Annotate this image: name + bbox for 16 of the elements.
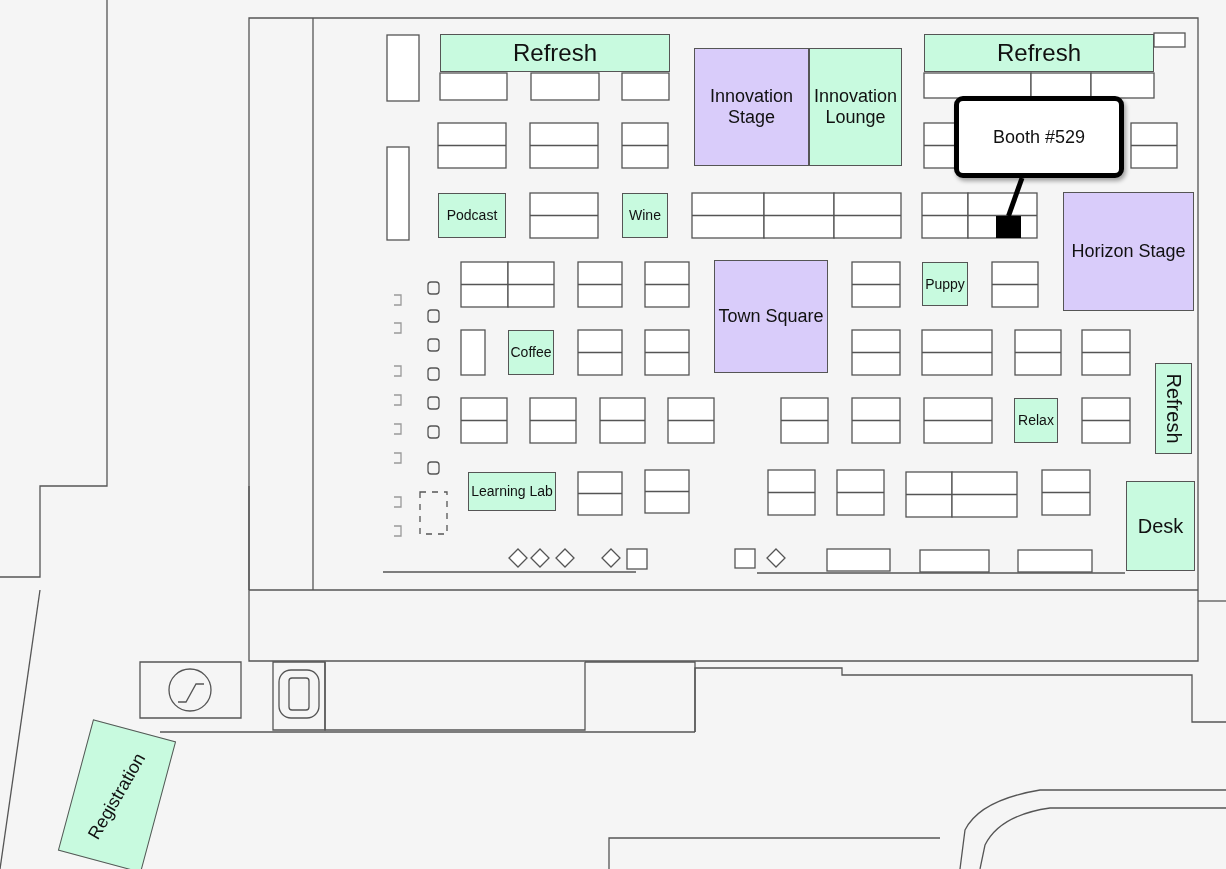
callout-box: Booth #529	[954, 96, 1124, 178]
area-box: Puppy	[922, 262, 968, 306]
area-box: Refresh	[924, 34, 1154, 72]
area-box: Relax	[1014, 398, 1058, 443]
stage-box: Town Square	[714, 260, 828, 373]
area-box: Coffee	[508, 330, 554, 375]
area-box: Innovation Lounge	[809, 48, 902, 166]
stage-box: Innovation Stage	[694, 48, 809, 166]
area-box: Podcast	[438, 193, 506, 238]
area-box: Learning Lab	[468, 472, 556, 511]
stage-box: Horizon Stage	[1063, 192, 1194, 311]
area-box: Wine	[622, 193, 668, 238]
booth-marker	[996, 216, 1021, 238]
area-box: Refresh	[1155, 363, 1192, 454]
area-box: Desk	[1126, 481, 1195, 571]
area-box: Refresh	[440, 34, 670, 72]
